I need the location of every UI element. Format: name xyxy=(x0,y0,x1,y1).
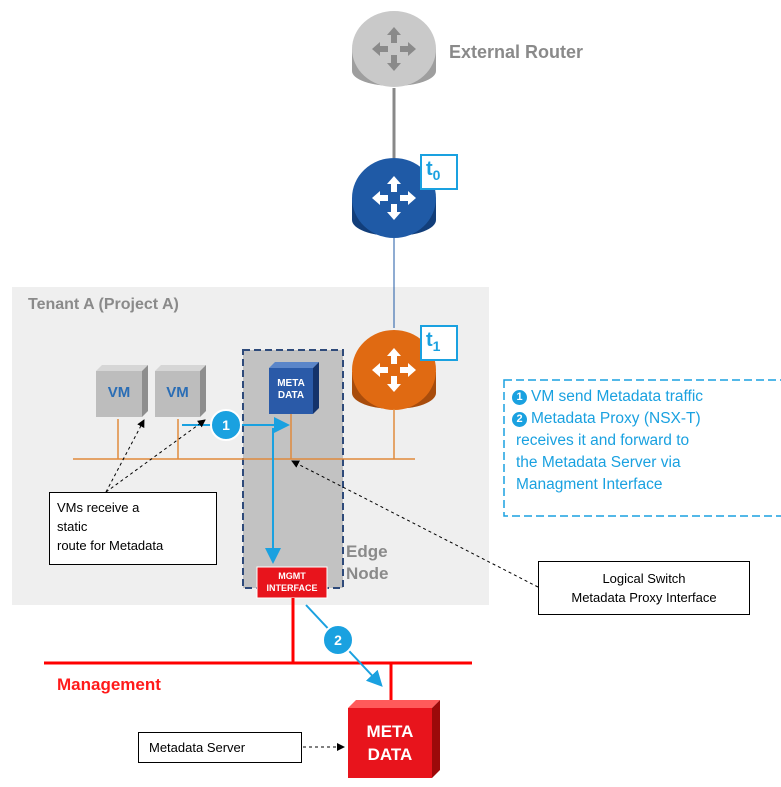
metadata-proxy-icon xyxy=(269,362,319,414)
metadata-server-icon xyxy=(348,700,440,778)
vm-2-icon xyxy=(155,365,206,417)
step-2-badge xyxy=(322,624,354,656)
mgmt-interface-box xyxy=(256,566,328,599)
step-1-badge xyxy=(210,409,242,441)
callout-pointer-switch xyxy=(291,460,539,588)
vm-2-label: VM xyxy=(166,384,189,401)
vms-route-callout: VMs receive a static route for Metadata xyxy=(49,492,217,565)
step-1-number: 1 xyxy=(222,417,230,433)
t1-router-icon xyxy=(352,330,436,410)
tenant-label: Tenant A (Project A) xyxy=(28,296,179,313)
t1-badge xyxy=(420,325,458,361)
t0-badge-label: t0 xyxy=(426,158,441,183)
legend-box xyxy=(503,379,781,517)
t0-badge xyxy=(420,154,458,190)
vm-1-icon xyxy=(96,365,148,417)
step-2-number: 2 xyxy=(334,632,342,648)
callout-pointer-vm2 xyxy=(105,419,206,493)
logical-switch-callout: Logical Switch Metadata Proxy Interface xyxy=(538,561,750,615)
t0-router-icon xyxy=(352,158,436,238)
t1-badge-label: t1 xyxy=(426,329,441,354)
metadata-server-callout: Metadata Server xyxy=(138,732,302,763)
callout-pointer-vm1 xyxy=(105,419,145,493)
external-router-label: External Router xyxy=(449,42,584,62)
external-router-icon xyxy=(352,11,436,87)
management-label: Management xyxy=(57,675,161,694)
vm-1-label: VM xyxy=(107,384,131,401)
